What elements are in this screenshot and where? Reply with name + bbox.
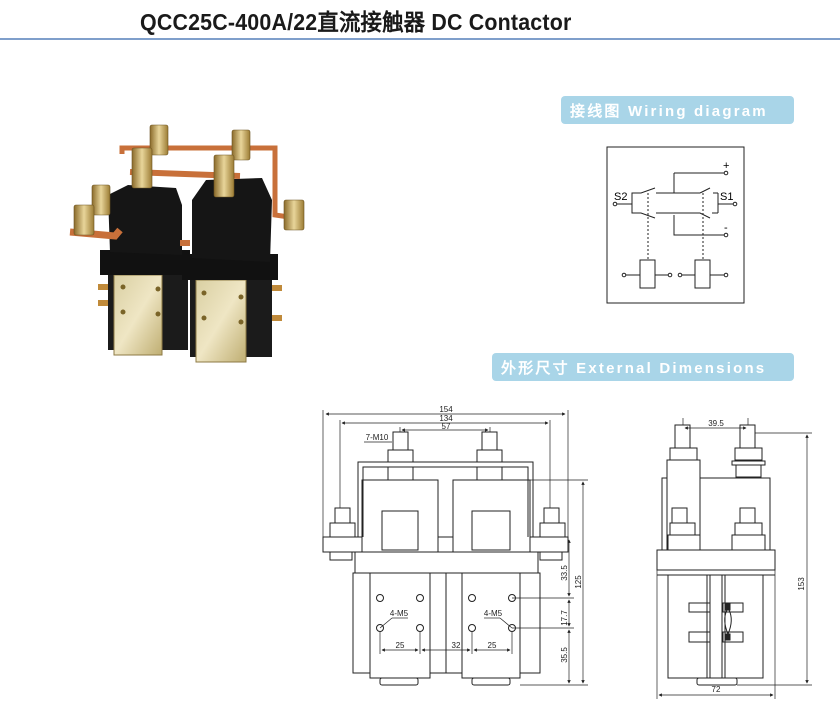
dim-height: 125 bbox=[574, 575, 583, 589]
dim-stud-span: 57 bbox=[442, 422, 451, 431]
minus-terminal-label: - bbox=[724, 222, 728, 234]
plus-terminal-label: + bbox=[723, 160, 729, 172]
dim-side-height: 153 bbox=[797, 577, 806, 591]
dim-hole-pitch-left: 25 bbox=[396, 641, 405, 650]
dim-overall-width: 154 bbox=[439, 405, 453, 414]
dim-v2: 17.7 bbox=[560, 610, 569, 626]
mount-holes-left-label: 4-M5 bbox=[390, 609, 409, 618]
dim-hole-pitch-right: 25 bbox=[488, 641, 497, 650]
external-dimensions-heading: 外形尺寸 External Dimensions bbox=[492, 353, 794, 381]
dim-center-gap: 32 bbox=[452, 641, 461, 650]
dim-side-width: 72 bbox=[712, 685, 721, 694]
s1-label: S1 bbox=[720, 191, 733, 203]
dim-stud-pitch: 39.5 bbox=[708, 419, 724, 428]
wiring-diagram-heading: 接线图 Wiring diagram bbox=[561, 96, 794, 124]
s2-label: S2 bbox=[614, 191, 627, 203]
dim-v3: 35.5 bbox=[560, 647, 569, 663]
mount-holes-right-label: 4-M5 bbox=[484, 609, 503, 618]
header-divider bbox=[0, 38, 840, 40]
stud-thread-label: 7-M10 bbox=[366, 433, 389, 442]
page-title: QCC25C-400A/22直流接触器 DC Contactor bbox=[140, 9, 572, 35]
dim-v1: 33.5 bbox=[560, 565, 569, 581]
dim-bolt-span: 134 bbox=[439, 414, 453, 423]
